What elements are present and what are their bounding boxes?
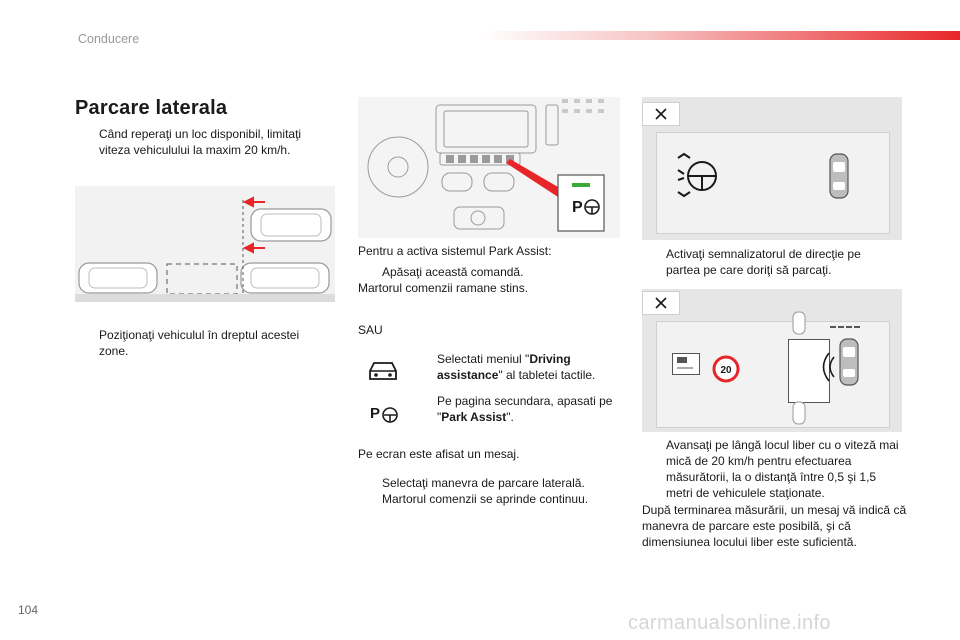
step-activate-indicator: Activaţi semnalizatorul de direcţie pe p… bbox=[666, 247, 861, 277]
step-select-menu: Selectati meniul "Driving assistance" al… bbox=[437, 352, 596, 382]
lamp-on-note: Martorul comenzii se aprinde continuu. bbox=[382, 492, 589, 506]
close-icon[interactable] bbox=[642, 102, 680, 126]
step-secondary-page: Pe pagina secundara, apasati pe "Park As… bbox=[437, 394, 613, 424]
guide-dashes bbox=[830, 326, 860, 330]
parking-space-outline bbox=[788, 339, 830, 403]
step-select-maneuver: Selectaţi manevra de parcare laterală. bbox=[382, 476, 585, 490]
footer-watermark: carmanualsonline.info bbox=[628, 612, 831, 634]
map-thumbnail-icon bbox=[672, 353, 700, 375]
park-assist-button-icon: P bbox=[570, 192, 604, 222]
parked-car-icon bbox=[792, 401, 806, 425]
park-assist-icon: P bbox=[370, 400, 402, 426]
message-text: Pe ecran este afisat un mesaj. bbox=[358, 447, 520, 461]
intro-text: Pentru a activa sistemul Park Assist: bbox=[358, 244, 552, 258]
section-title: Conducere bbox=[78, 32, 140, 46]
screen-illustration-2: 20 bbox=[642, 289, 902, 432]
dashboard-illustration bbox=[358, 97, 620, 238]
step-position-vehicle: Poziţionaţi vehiculul în dreptul acestei… bbox=[99, 328, 300, 358]
screen-illustration-1 bbox=[642, 97, 902, 240]
parked-car-icon bbox=[792, 311, 806, 335]
lamp-off-note: Martorul comenzii ramane stins. bbox=[358, 281, 529, 295]
page-number: 104 bbox=[18, 603, 39, 617]
result-text: După terminarea măsurării, un mesaj vă i… bbox=[642, 503, 907, 549]
steering-wheel-icon bbox=[674, 152, 724, 198]
svg-text:P: P bbox=[370, 405, 380, 422]
page-title: Parcare laterala bbox=[75, 97, 228, 119]
or-separator: SAU bbox=[358, 323, 383, 337]
car-menu-icon bbox=[367, 357, 399, 383]
speed-limit-icon: 20 bbox=[712, 355, 740, 383]
step-advance: Avansaţi pe lângă locul liber cu o vitez… bbox=[666, 438, 899, 500]
car-top-view-icon bbox=[838, 337, 860, 387]
parking-illustration bbox=[75, 186, 335, 302]
speed-limit-value: 20 bbox=[720, 365, 732, 376]
dashboard-svg bbox=[358, 97, 620, 238]
parking-scene-svg bbox=[75, 196, 335, 302]
parking-sensor-waves-icon bbox=[818, 347, 838, 387]
step-limit-speed: Când reperaţi un loc disponibil, limitaţ… bbox=[99, 127, 302, 157]
screen-panel bbox=[656, 132, 890, 234]
close-icon[interactable] bbox=[642, 291, 680, 315]
svg-text:P: P bbox=[572, 199, 583, 216]
step-press-button: Apăsaţi această comandă. bbox=[382, 265, 524, 279]
header-accent-bar bbox=[480, 31, 960, 40]
car-top-view-icon bbox=[828, 152, 850, 200]
